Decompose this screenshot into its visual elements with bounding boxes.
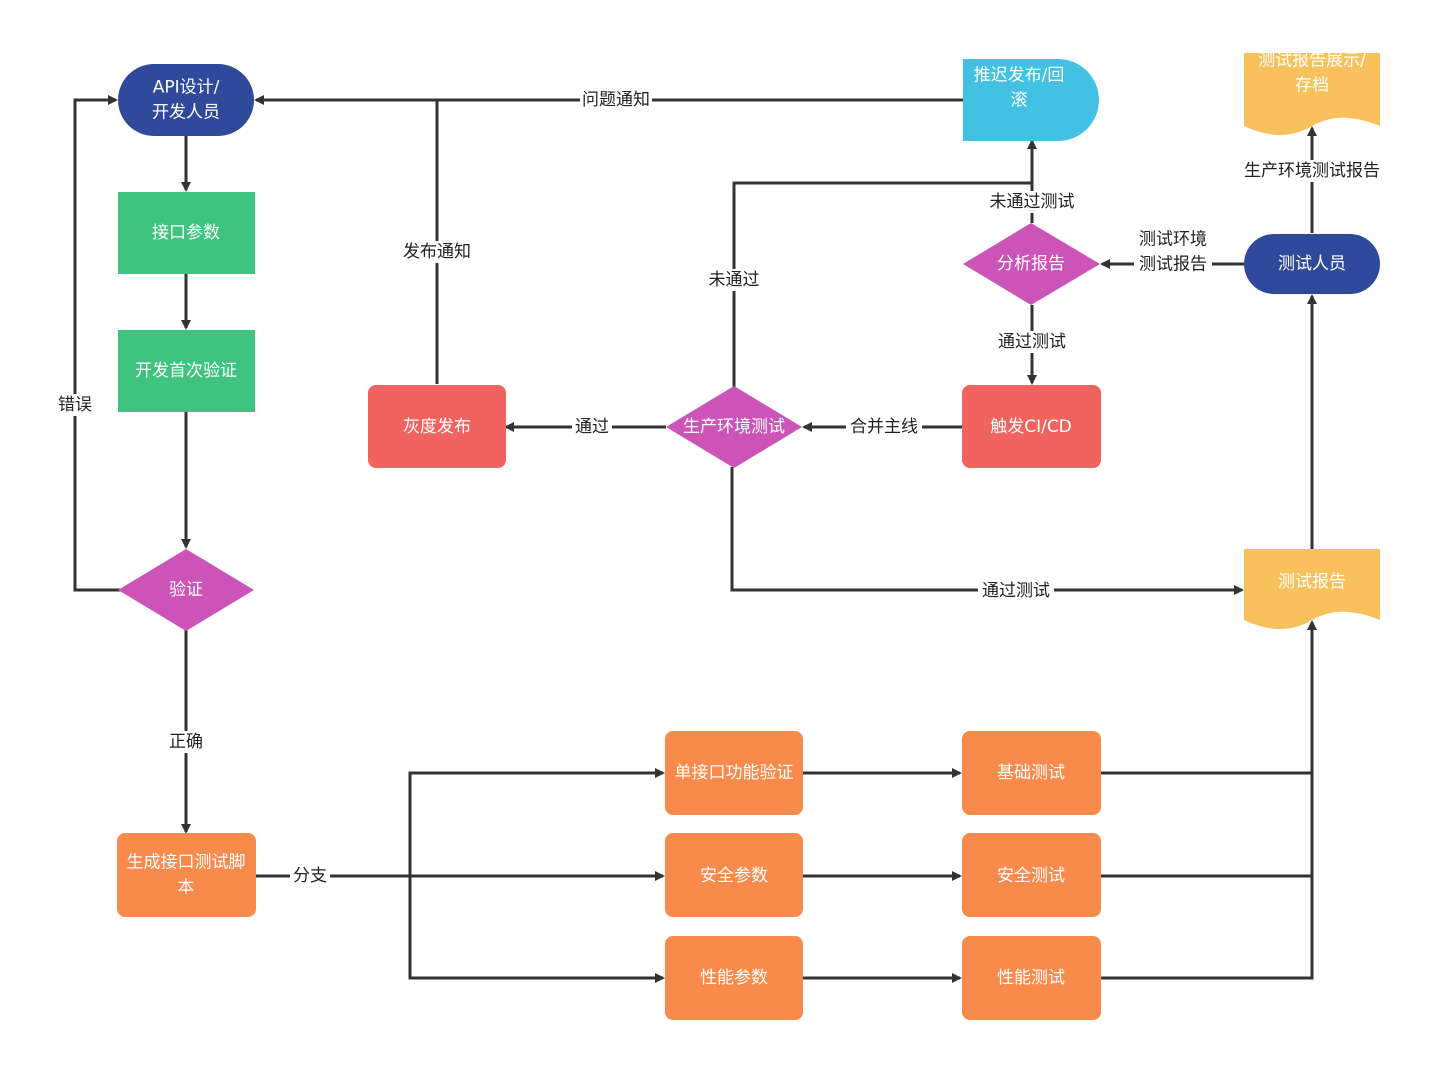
edge-verify-error-to-api: [73, 95, 120, 592]
node-security-params-label-line: 安全参数: [700, 866, 768, 886]
node-verify-label: 验证: [169, 580, 203, 600]
label-correct: 正确: [169, 732, 203, 752]
node-trigger-cicd-label-line: 触发CI/CD: [990, 417, 1072, 437]
nodes: API设计/开发人员 接口参数 开发首次验证 验证 生成接口测试脚本 单接口功能…: [117, 51, 1380, 1020]
node-gen-script-label-line: 生成接口测试脚: [127, 853, 246, 873]
label-passed-test-line: 通过测试: [998, 332, 1066, 352]
node-tester-label: 测试人员: [1278, 254, 1346, 274]
node-delay-rollback-label: 推迟发布/回滚: [974, 66, 1065, 111]
node-gen-script-label: 生成接口测试脚本: [127, 853, 246, 898]
node-gray-release-label: 灰度发布: [403, 417, 471, 437]
label-prod-env-report: 生产环境测试报告: [1244, 161, 1380, 181]
node-prod-env-test-label: 生产环境测试: [683, 417, 785, 437]
node-analyze-report[interactable]: 分析报告: [963, 223, 1100, 305]
label-error-line: 错误: [58, 395, 92, 415]
label-merge-main-line: 合并主线: [850, 417, 918, 437]
node-prod-env-test[interactable]: 生产环境测试: [666, 386, 802, 468]
node-security-params-label: 安全参数: [700, 866, 768, 886]
node-api-dev-label: API设计/开发人员: [152, 78, 220, 123]
label-not-passed-test: 未通过测试: [990, 192, 1075, 212]
label-error: 错误: [58, 395, 92, 415]
node-api-dev[interactable]: API设计/开发人员: [118, 64, 254, 136]
node-test-report-label: 测试报告: [1278, 572, 1346, 592]
label-passed-line: 通过: [575, 417, 609, 437]
node-interface-params-label: 接口参数: [152, 223, 220, 243]
label-test-env-report-line: 测试报告: [1139, 255, 1207, 275]
node-test-report-label-line: 测试报告: [1278, 572, 1346, 592]
node-interface-params[interactable]: 接口参数: [118, 192, 255, 274]
label-passed-test-bottom: 通过测试: [982, 581, 1050, 601]
node-dev-first-verify-label-line: 开发首次验证: [135, 361, 237, 381]
label-not-passed: 未通过: [709, 270, 760, 290]
node-perf-params-label: 性能参数: [700, 968, 768, 988]
node-gen-script[interactable]: 生成接口测试脚本: [117, 833, 256, 917]
node-verify[interactable]: 验证: [118, 549, 254, 631]
node-dev-first-verify-label: 开发首次验证: [135, 361, 237, 381]
label-passed: 通过: [575, 417, 609, 437]
node-analyze-report-label-line: 分析报告: [997, 254, 1065, 274]
label-test-env-report-line: 测试环境: [1139, 230, 1207, 250]
node-tester-label-line: 测试人员: [1278, 254, 1346, 274]
label-merge-main: 合并主线: [850, 417, 918, 437]
label-problem-notice: 问题通知: [582, 90, 650, 110]
node-report-display-label-line: 存档: [1295, 76, 1329, 96]
node-gray-release-label-line: 灰度发布: [403, 417, 471, 437]
label-branch-line: 分支: [293, 866, 327, 886]
edge-tests-to-report: [1100, 620, 1317, 775]
node-api-dev-label-line: 开发人员: [152, 103, 220, 123]
node-single-func-verify-label: 单接口功能验证: [675, 763, 794, 783]
edge-branch-to-perf: [408, 876, 665, 983]
node-tester[interactable]: 测试人员: [1244, 234, 1380, 294]
node-delay-rollback[interactable]: 推迟发布/回滚: [963, 59, 1099, 141]
node-single-func-verify-label-line: 单接口功能验证: [675, 763, 794, 783]
label-release-notice: 发布通知: [403, 242, 471, 262]
node-delay-rollback-label-line: 推迟发布/回: [974, 66, 1065, 86]
node-basic-test-label-line: 基础测试: [997, 763, 1065, 783]
node-security-test[interactable]: 安全测试: [962, 833, 1101, 917]
edge-perftest-join: [1100, 773, 1314, 980]
node-perf-test-label-line: 性能测试: [997, 968, 1065, 988]
label-test-env-report: 测试环境测试报告: [1139, 230, 1207, 275]
node-analyze-report-label: 分析报告: [997, 254, 1065, 274]
node-gray-release[interactable]: 灰度发布: [368, 385, 506, 468]
node-report-display-label-line: 测试报告展示/: [1258, 51, 1366, 71]
node-test-report[interactable]: 测试报告: [1244, 549, 1380, 629]
node-interface-params-label-line: 接口参数: [152, 223, 220, 243]
edge-labels: 问题通知 发布通知 错误 正确 分支 未通过 通过 合并主线 通过测试 未通过测…: [56, 89, 1386, 887]
node-basic-test-label: 基础测试: [997, 763, 1065, 783]
node-basic-test[interactable]: 基础测试: [962, 731, 1101, 815]
node-perf-params[interactable]: 性能参数: [665, 936, 803, 1020]
label-correct-line: 正确: [169, 732, 203, 752]
node-perf-params-label-line: 性能参数: [700, 968, 768, 988]
node-gen-script-label-line: 本: [178, 878, 195, 898]
node-delay-rollback-label-line: 滚: [1011, 91, 1028, 111]
node-single-func-verify[interactable]: 单接口功能验证: [665, 731, 803, 815]
label-not-passed-test-line: 未通过测试: [990, 192, 1075, 212]
node-api-dev-label-line: API设计/: [153, 78, 220, 98]
edge-prodtest-notpassed: [732, 181, 1032, 387]
node-dev-first-verify[interactable]: 开发首次验证: [118, 330, 255, 412]
label-passed-test: 通过测试: [998, 332, 1066, 352]
node-security-test-label-line: 安全测试: [997, 866, 1065, 886]
label-not-passed-line: 未通过: [709, 270, 760, 290]
node-perf-test-label: 性能测试: [997, 968, 1065, 988]
edge-prodtest-passed-to-report: [730, 467, 1244, 595]
label-branch: 分支: [293, 866, 327, 886]
node-trigger-cicd-label: 触发CI/CD: [990, 417, 1072, 437]
edge-branch-to-single: [408, 768, 665, 876]
label-problem-notice-line: 问题通知: [582, 90, 650, 110]
node-report-display-label: 测试报告展示/存档: [1258, 51, 1366, 96]
node-security-test-label: 安全测试: [997, 866, 1065, 886]
node-report-display[interactable]: 测试报告展示/存档: [1244, 51, 1380, 136]
node-perf-test[interactable]: 性能测试: [962, 936, 1101, 1020]
node-trigger-cicd[interactable]: 触发CI/CD: [962, 385, 1101, 468]
label-prod-env-report-line: 生产环境测试报告: [1244, 161, 1380, 181]
node-prod-env-test-label-line: 生产环境测试: [683, 417, 785, 437]
label-passed-test-bottom-line: 通过测试: [982, 581, 1050, 601]
label-release-notice-line: 发布通知: [403, 242, 471, 262]
node-verify-label-line: 验证: [169, 580, 203, 600]
node-security-params[interactable]: 安全参数: [665, 833, 803, 917]
